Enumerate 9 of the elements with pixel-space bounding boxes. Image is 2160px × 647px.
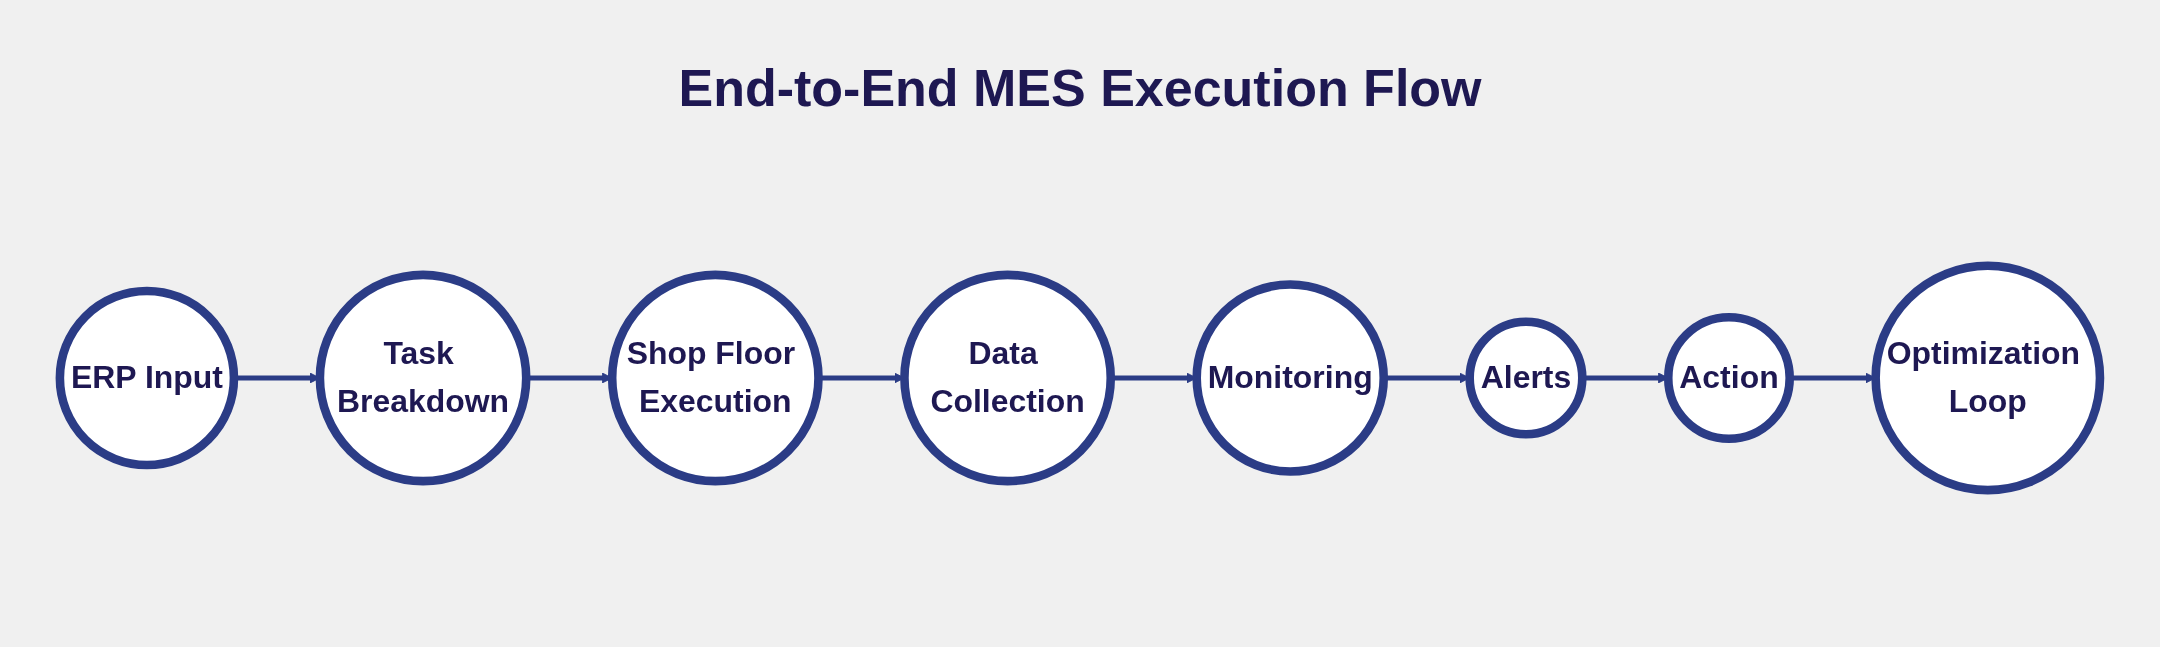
diagram-title: End-to-End MES Execution Flow	[677, 58, 1483, 119]
node-circle: Task Breakdown	[315, 270, 531, 486]
node-circle: Optimization Loop	[1871, 261, 2105, 495]
node-circle: Action	[1664, 312, 1795, 444]
node-circle: Monitoring	[1192, 280, 1389, 476]
node-circle: Data Collection	[900, 270, 1116, 486]
node-circle: Alerts	[1465, 317, 1587, 439]
node-circle: ERP Input	[55, 286, 239, 470]
node-circle: Shop Floor Execution	[607, 270, 823, 486]
